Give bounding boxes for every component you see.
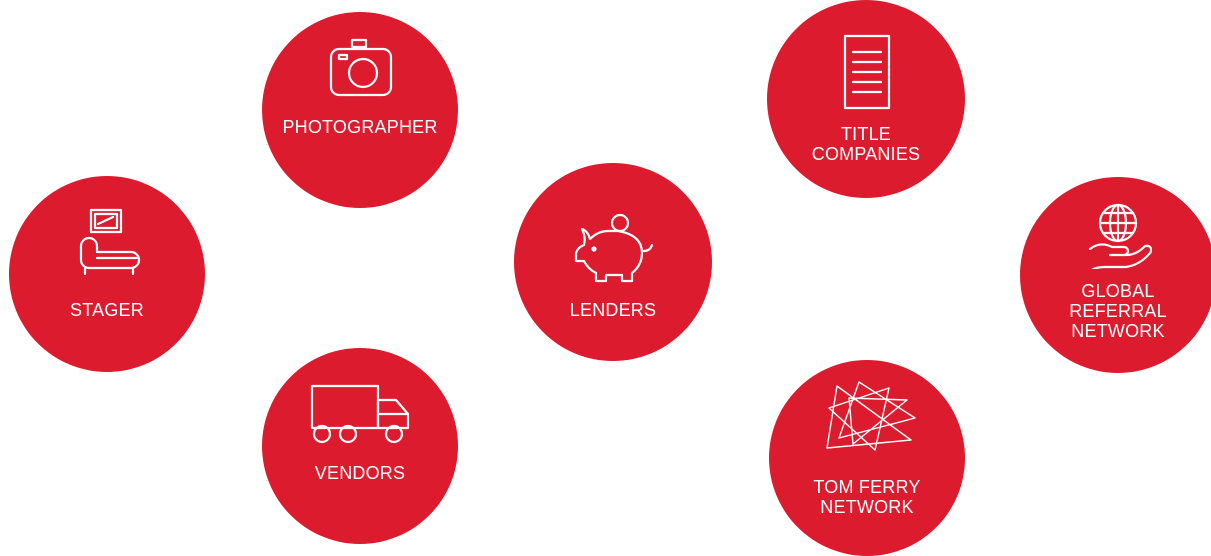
piggy-bank-icon bbox=[574, 213, 654, 283]
lenders-label: LENDERS bbox=[569, 300, 657, 320]
globe-in-hand-icon bbox=[1088, 203, 1152, 269]
photographer-label: PHOTOGRAPHER bbox=[282, 117, 438, 137]
truck-icon bbox=[310, 384, 410, 444]
vendors-circle[interactable]: VENDORS bbox=[262, 348, 458, 544]
document-icon bbox=[843, 34, 891, 110]
tom-ferry-label: TOM FERRY NETWORK bbox=[813, 477, 921, 517]
stager-label: STAGER bbox=[70, 300, 144, 320]
camera-icon bbox=[329, 38, 393, 97]
triangles-icon bbox=[826, 381, 916, 451]
vendors-label: VENDORS bbox=[314, 463, 406, 483]
title-companies-label: TITLE COMPANIES bbox=[811, 124, 921, 164]
chaise-lounge-icon bbox=[79, 208, 141, 276]
stager-circle[interactable]: STAGER bbox=[9, 176, 205, 372]
lenders-circle[interactable]: LENDERS bbox=[514, 163, 712, 361]
photographer-circle[interactable]: PHOTOGRAPHER bbox=[262, 12, 458, 208]
global-referral-label: GLOBAL REFERRAL NETWORK bbox=[1069, 281, 1167, 341]
global-referral-circle[interactable]: GLOBAL REFERRAL NETWORK bbox=[1020, 177, 1211, 373]
tom-ferry-circle[interactable]: TOM FERRY NETWORK bbox=[769, 360, 965, 556]
title-companies-circle[interactable]: TITLE COMPANIES bbox=[767, 0, 965, 198]
